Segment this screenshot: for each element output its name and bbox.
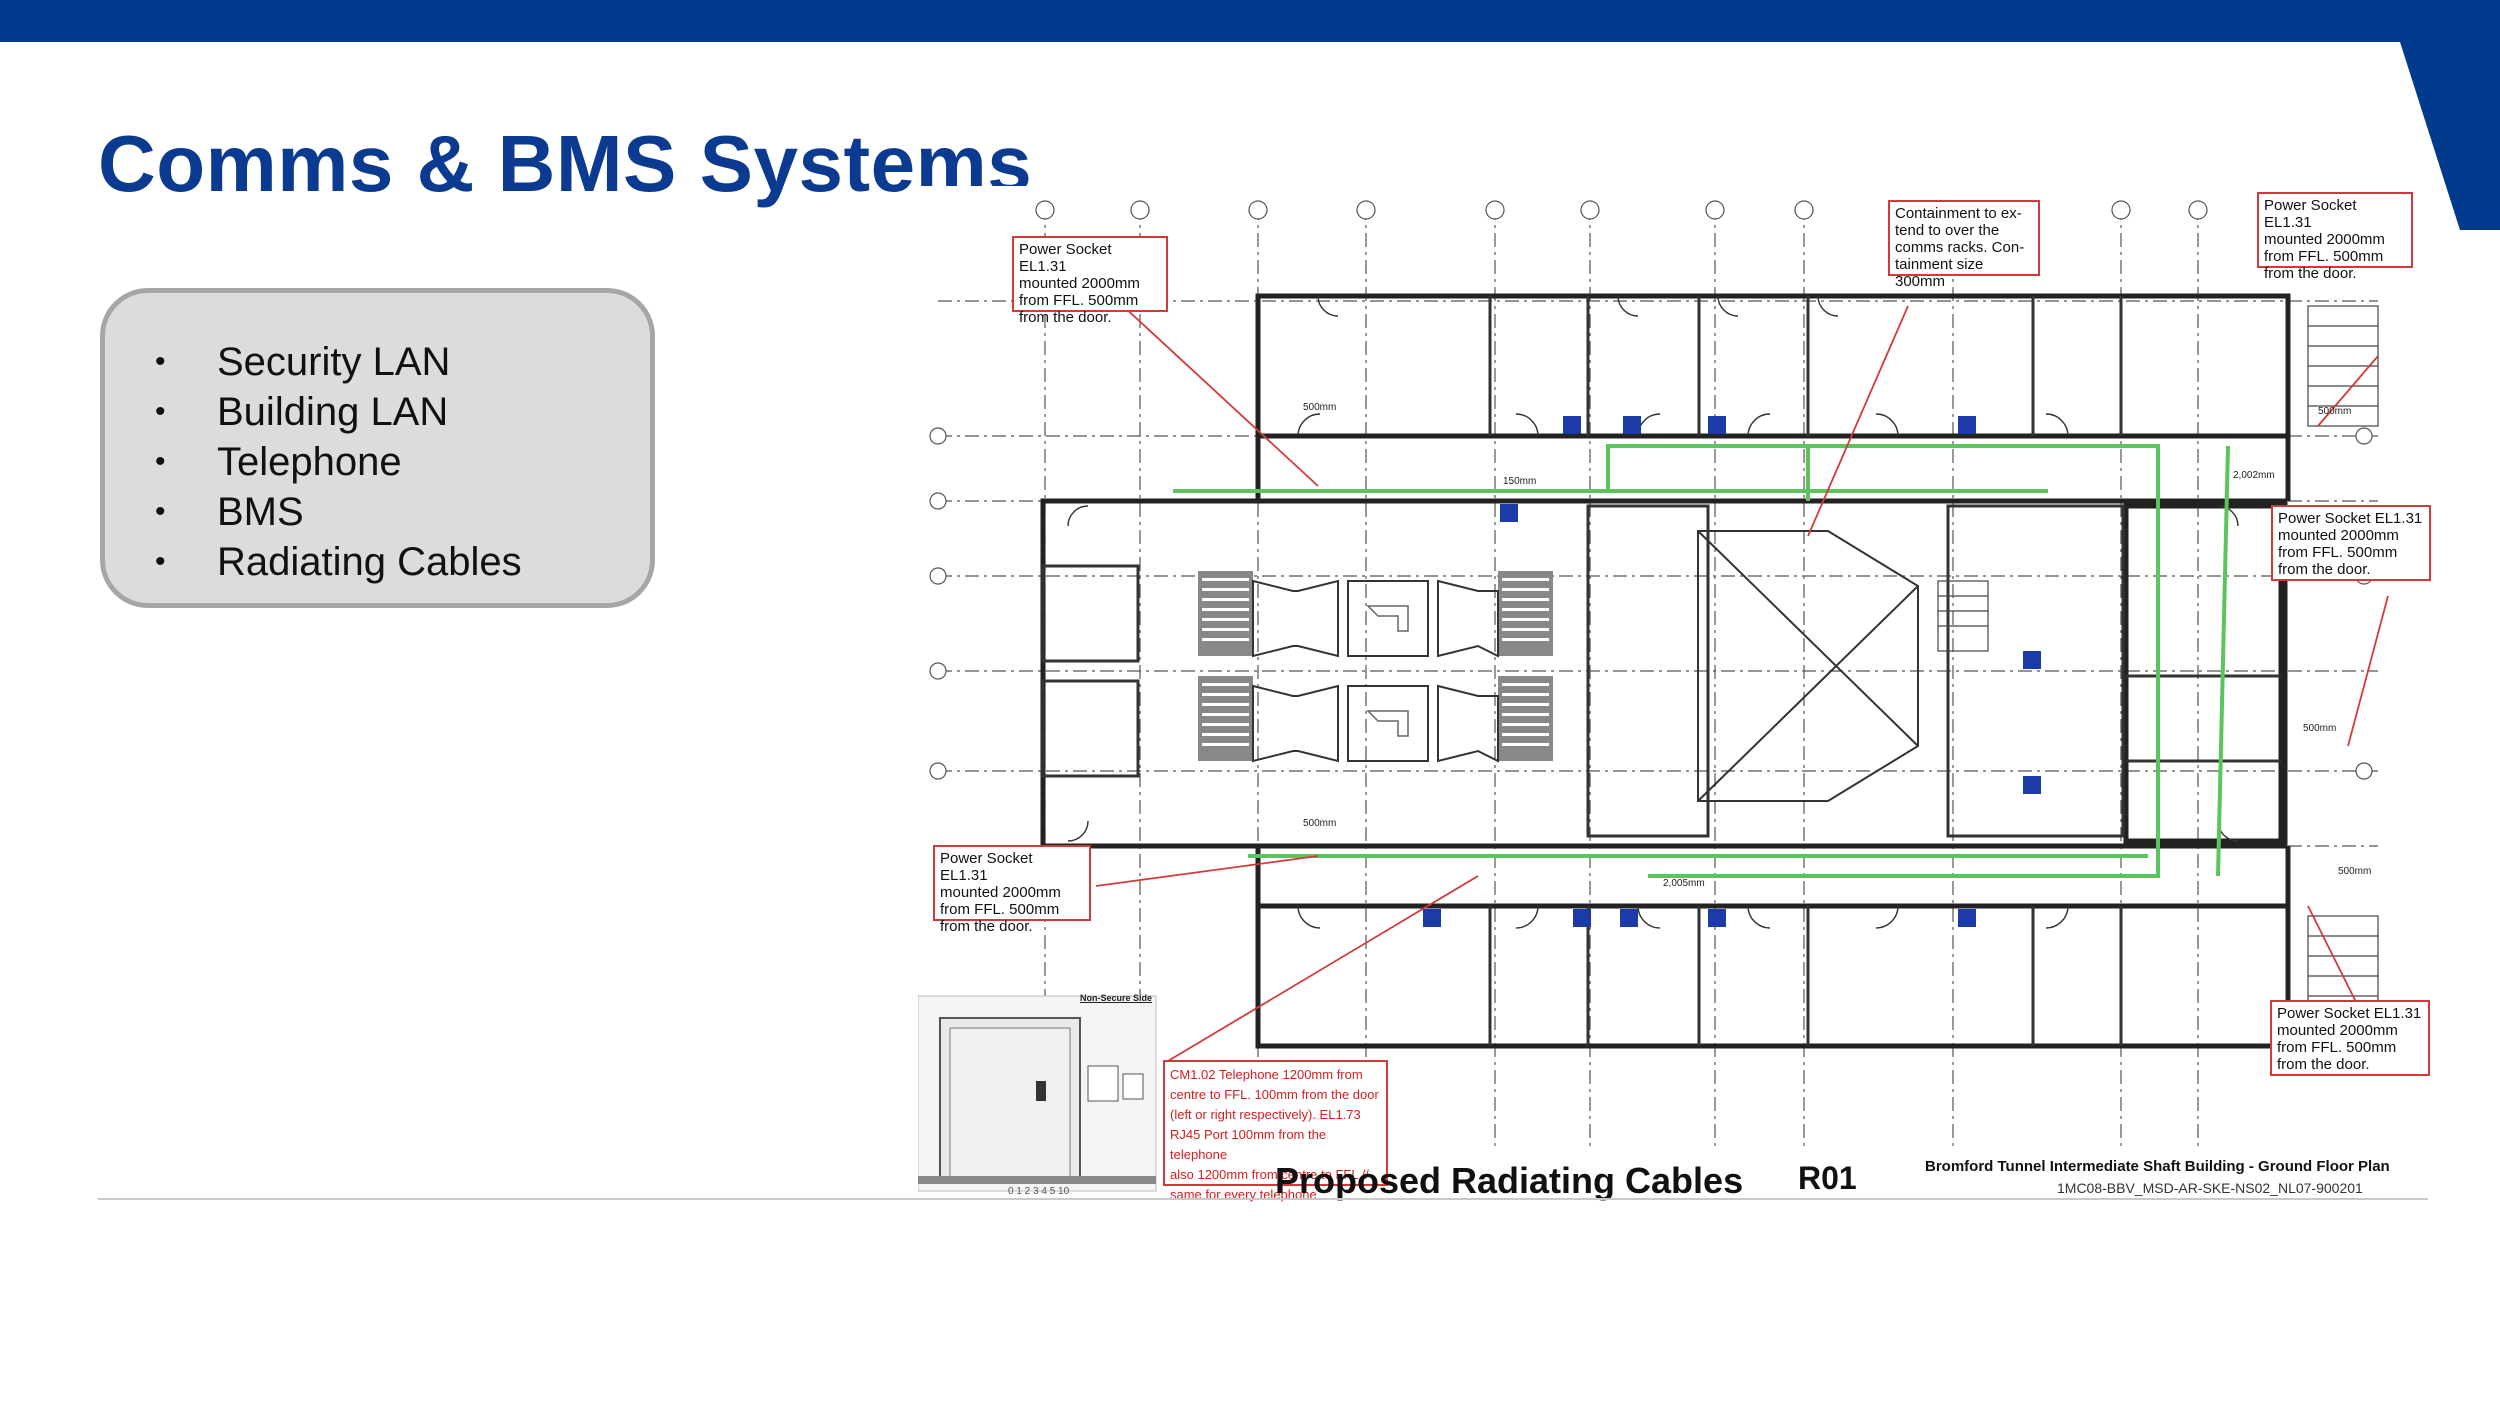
containment-note: Containment to ex- tend to over the comm… <box>1888 200 2040 290</box>
bullet-panel: •Security LAN •Building LAN •Telephone •… <box>100 288 655 608</box>
bullet-text: Radiating Cables <box>217 540 522 584</box>
floor-plan-drawing: 500mm 150mm 2,002mm 500mm 500mm 2,005mm … <box>918 186 2430 1201</box>
dimension-label: 150mm <box>1503 476 1536 487</box>
header-bar <box>0 0 2500 42</box>
dimension-label: 500mm <box>2303 723 2336 734</box>
bottom-divider <box>98 1198 2428 1200</box>
telephone-note: CM1.02 Telephone 1200mm from centre to F… <box>1163 1060 1388 1202</box>
floor-plan-image: 500mm 150mm 2,002mm 500mm 500mm 2,005mm … <box>918 186 2430 1201</box>
dimension-label: 500mm <box>2318 406 2351 417</box>
dimension-label: 500mm <box>1303 402 1336 413</box>
dimension-label: 500mm <box>1303 818 1336 829</box>
scale-bar-label: 0 1 2 3 4 5 10 <box>1008 1186 1070 1197</box>
corner-accent <box>2340 0 2500 230</box>
dimension-label: 500mm <box>2338 866 2371 877</box>
drawing-code: 1MC08-BBV_MSD-AR-SKE-NS02_NL07-900201 <box>2057 1180 2363 1196</box>
plan-caption: Proposed Radiating Cables <box>1275 1160 1744 1201</box>
drawing-subtitle: Bromford Tunnel Intermediate Shaft Build… <box>1925 1158 2390 1175</box>
slide-title: Comms & BMS Systems <box>98 119 1033 208</box>
door-detail-label: Non-Secure Side <box>1080 993 1153 1003</box>
dimension-label: 2,002mm <box>2233 470 2275 481</box>
bullet-list: •Security LAN •Building LAN •Telephone •… <box>105 293 650 587</box>
power-socket-note: Power Socket EL1.31 mounted 2000mm from … <box>2271 505 2431 581</box>
bullet-item: •Telephone <box>155 437 650 487</box>
bullet-item: •Security LAN <box>155 337 650 387</box>
revision-label: R01 <box>1798 1160 1857 1196</box>
bullet-text: Security LAN <box>217 340 451 384</box>
bullet-item: •Building LAN <box>155 387 650 437</box>
power-socket-note: Power Socket EL1.31 mounted 2000mm from … <box>1012 236 1168 326</box>
power-socket-note: Power Socket EL1.31 mounted 2000mm from … <box>933 845 1091 935</box>
bullet-text: BMS <box>217 490 304 534</box>
dimension-label: 2,005mm <box>1663 878 1705 889</box>
power-socket-note: Power Socket EL1.31 mounted 2000mm from … <box>2270 1000 2430 1076</box>
bullet-text: Telephone <box>217 440 402 484</box>
bullet-item: •Radiating Cables <box>155 537 650 587</box>
power-socket-note: Power Socket EL1.31 mounted 2000mm from … <box>2257 192 2413 282</box>
bullet-item: •BMS <box>155 487 650 537</box>
bullet-text: Building LAN <box>217 390 449 434</box>
